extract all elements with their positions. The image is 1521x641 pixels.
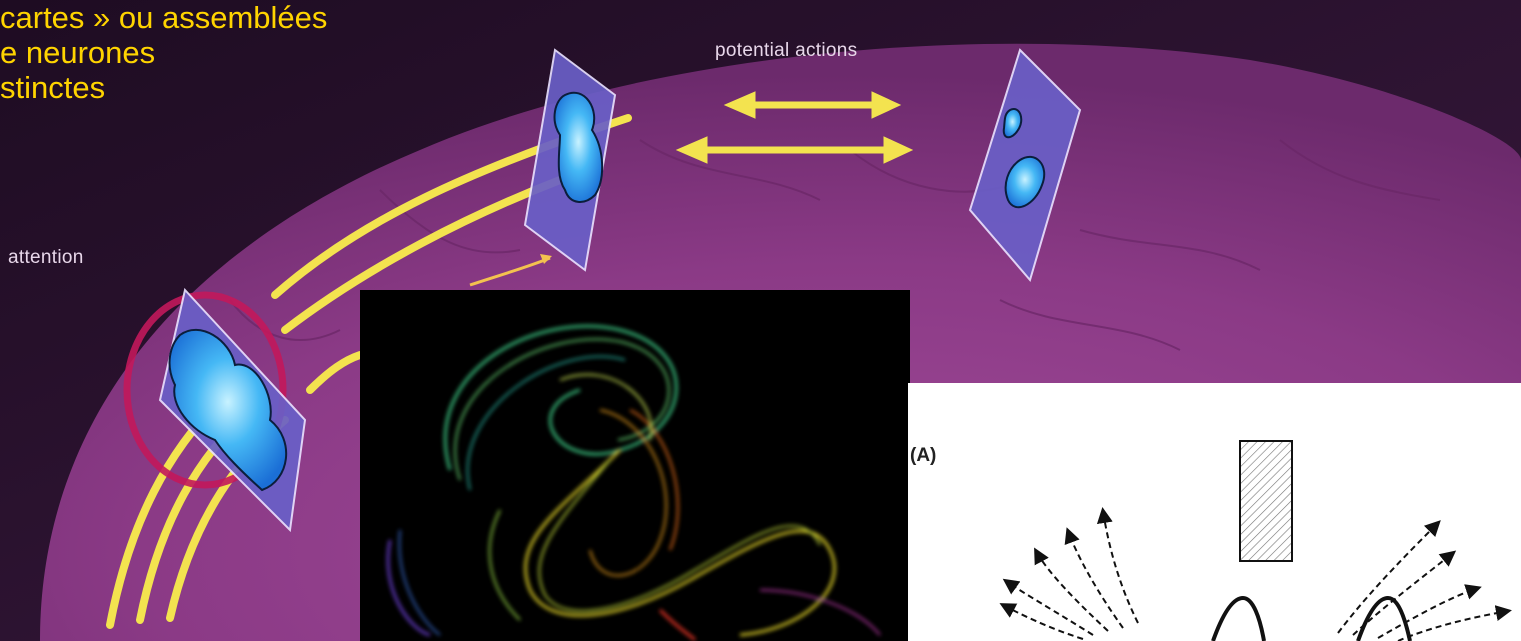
neural-map-blob: [168, 328, 288, 492]
obstacle-block: [1239, 440, 1293, 562]
neural-map-blob: [553, 91, 604, 203]
neural-map-blob: [1002, 108, 1023, 139]
caption-line: cartes » ou assemblées: [0, 0, 328, 35]
attention-circle: [123, 291, 287, 489]
attractor-image: [360, 290, 910, 641]
potential-actions-arrows: [675, 91, 914, 164]
panel-label: (A): [910, 445, 937, 466]
wave-diagram-panel: (A): [908, 383, 1521, 641]
caption-line: e neurones: [0, 35, 156, 70]
potential-actions-label: potential actions: [715, 40, 858, 61]
slide-caption: cartes » ou assemblées e neurones stinct…: [0, 0, 327, 105]
attention-label: attention: [8, 247, 84, 268]
caption-line: stinctes: [0, 70, 106, 105]
neural-map-blob: [1004, 155, 1046, 209]
